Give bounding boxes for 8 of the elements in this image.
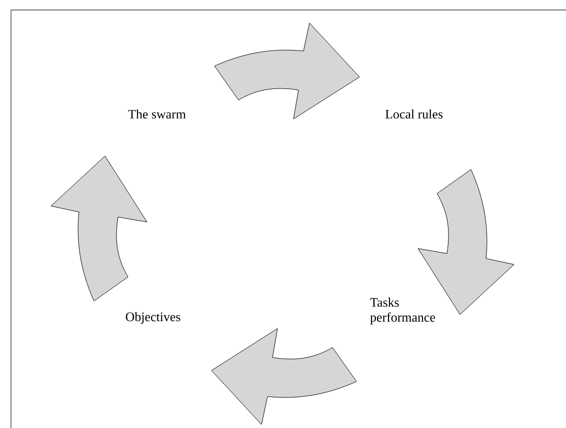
node-label: Local rules bbox=[385, 109, 442, 119]
node-label: The swarm bbox=[128, 109, 186, 119]
block-arrow bbox=[50, 156, 148, 302]
node-label: Tasks performance bbox=[370, 298, 435, 324]
node-label: Objectives bbox=[126, 312, 180, 324]
block-arrow bbox=[418, 169, 514, 315]
block-arrow bbox=[214, 22, 360, 120]
block-arrow bbox=[211, 328, 357, 425]
